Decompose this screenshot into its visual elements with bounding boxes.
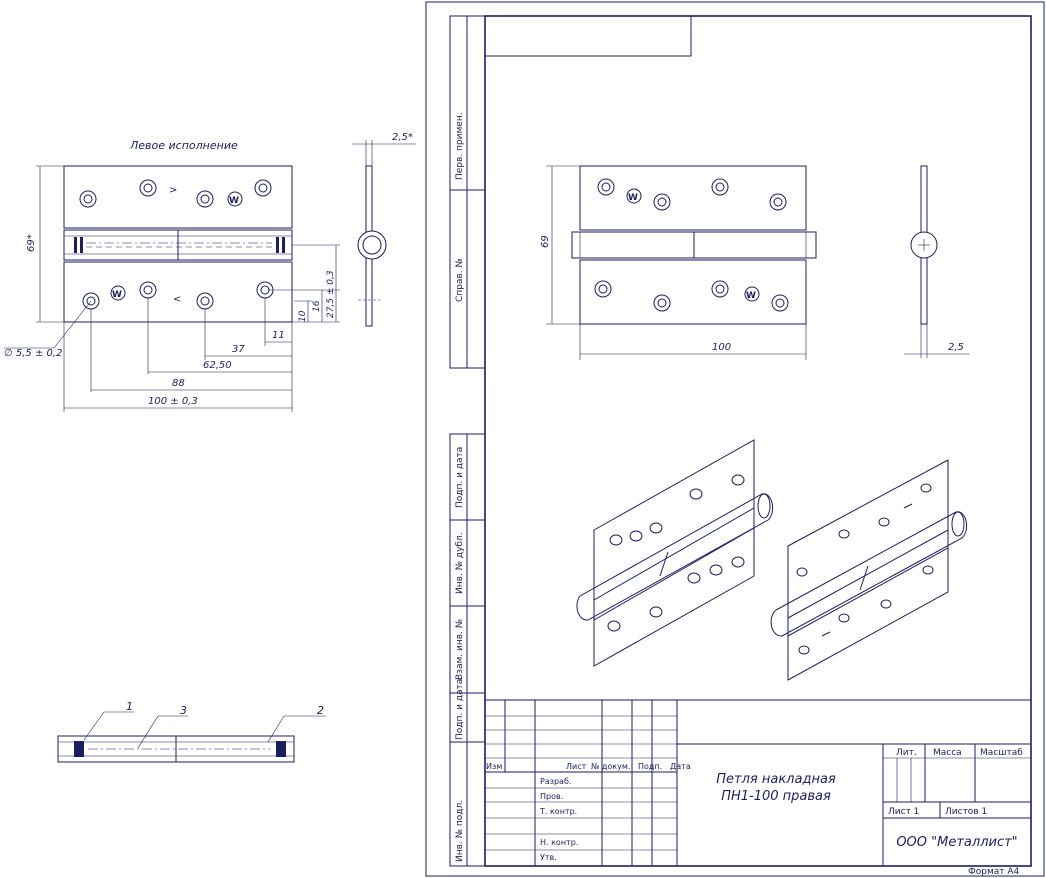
stamp-podp-data-2: Подп. и дата bbox=[455, 679, 465, 740]
stamp-sprav-no: Справ. № bbox=[455, 258, 465, 302]
left-view-title: Левое исполнение bbox=[129, 139, 238, 152]
dim-hole-dia: ∅ 5,5 ± 0,2 bbox=[4, 348, 62, 359]
tb-izm: Изм bbox=[486, 762, 502, 771]
dim-11: 11 bbox=[272, 330, 285, 341]
stamp-perv-primen: Перв. примен. bbox=[455, 112, 465, 180]
dim-thickness: 2,5* bbox=[392, 132, 413, 143]
callout-1: 1 bbox=[126, 700, 133, 713]
left-dimensions: 69* ∅ 5,5 ± 0,2 11 37 62,50 88 100 ± 0,3 bbox=[4, 165, 340, 412]
tb-format: Формат А4 bbox=[968, 867, 1020, 877]
tb-nkontr: Н. контр. bbox=[540, 838, 578, 847]
isometric-hinge-2 bbox=[770, 459, 968, 681]
tb-masshtab: Масштаб bbox=[980, 748, 1023, 758]
callout-3: 3 bbox=[180, 704, 187, 717]
tb-lit: Лит. bbox=[896, 748, 917, 758]
tb-razrab: Разраб. bbox=[540, 777, 571, 786]
tb-sheet: Лист 1 bbox=[888, 807, 919, 817]
tb-tkontr: Т. контр. bbox=[539, 807, 577, 816]
upper-leaf bbox=[63, 165, 293, 229]
dim-10: 10 bbox=[298, 310, 308, 322]
tb-massa: Масса bbox=[933, 748, 962, 758]
dim-88: 88 bbox=[172, 378, 185, 389]
title-block: Изм Лист № докум. Подп. Дата Разраб. Про… bbox=[485, 699, 1031, 877]
upper-holes: W > bbox=[79, 179, 272, 208]
right-hinge-view: W W 69 100 2,5 bbox=[540, 165, 970, 360]
lower-leaf bbox=[63, 261, 293, 323]
tb-utv: Утв. bbox=[540, 853, 557, 862]
tb-podp: Подп. bbox=[638, 762, 662, 771]
dim-37: 37 bbox=[232, 344, 245, 355]
tb-data: Дата bbox=[670, 762, 691, 771]
dim-right-100: 100 bbox=[712, 342, 731, 353]
svg-text:W: W bbox=[628, 193, 638, 203]
dim-69: 69* bbox=[26, 234, 37, 252]
tb-name-2: ПН1-100 правая bbox=[721, 789, 831, 804]
isometric-hinge-1 bbox=[576, 439, 774, 667]
lower-holes: W < bbox=[82, 281, 274, 310]
tb-name-1: Петля накладная bbox=[716, 772, 836, 787]
stamp-podp-data-1: Подп. и дата bbox=[455, 447, 465, 508]
tb-sheets: Листов 1 bbox=[945, 807, 987, 817]
left-side-profile: 2,5* bbox=[352, 132, 416, 327]
dim-16: 16 bbox=[312, 300, 322, 312]
dim-275: 27,5 ± 0,3 bbox=[326, 270, 336, 318]
left-hinge-view: Левое исполнение W > bbox=[4, 132, 416, 763]
dim-right-thickness: 2,5 bbox=[948, 342, 964, 353]
svg-text:W: W bbox=[746, 291, 756, 301]
svg-text:W: W bbox=[229, 196, 239, 206]
sheet-frame: Перв. примен. Справ. № Подп. и дата Инв.… bbox=[425, 1, 1045, 877]
dim-100: 100 ± 0,3 bbox=[148, 396, 198, 407]
stamp-vzam-inv: Взам. инв. № bbox=[455, 619, 465, 680]
tb-company: ООО "Металлист" bbox=[896, 835, 1017, 850]
section-view: 1 3 2 bbox=[57, 700, 326, 763]
stamp-inv-dubl: Инв. № дубл. bbox=[455, 532, 465, 594]
dim-6250: 62,50 bbox=[203, 360, 232, 371]
callout-2: 2 bbox=[317, 704, 324, 717]
stamp-inv-podl: Инв. № подл. bbox=[455, 800, 465, 862]
svg-text:W: W bbox=[112, 290, 122, 300]
dim-right-69: 69 bbox=[540, 235, 551, 248]
tb-list: Лист bbox=[566, 762, 587, 771]
svg-text:<: < bbox=[173, 294, 181, 305]
svg-text:>: > bbox=[169, 185, 177, 196]
tb-dokum: № докум. bbox=[591, 762, 630, 771]
tb-prov: Пров. bbox=[540, 792, 563, 801]
